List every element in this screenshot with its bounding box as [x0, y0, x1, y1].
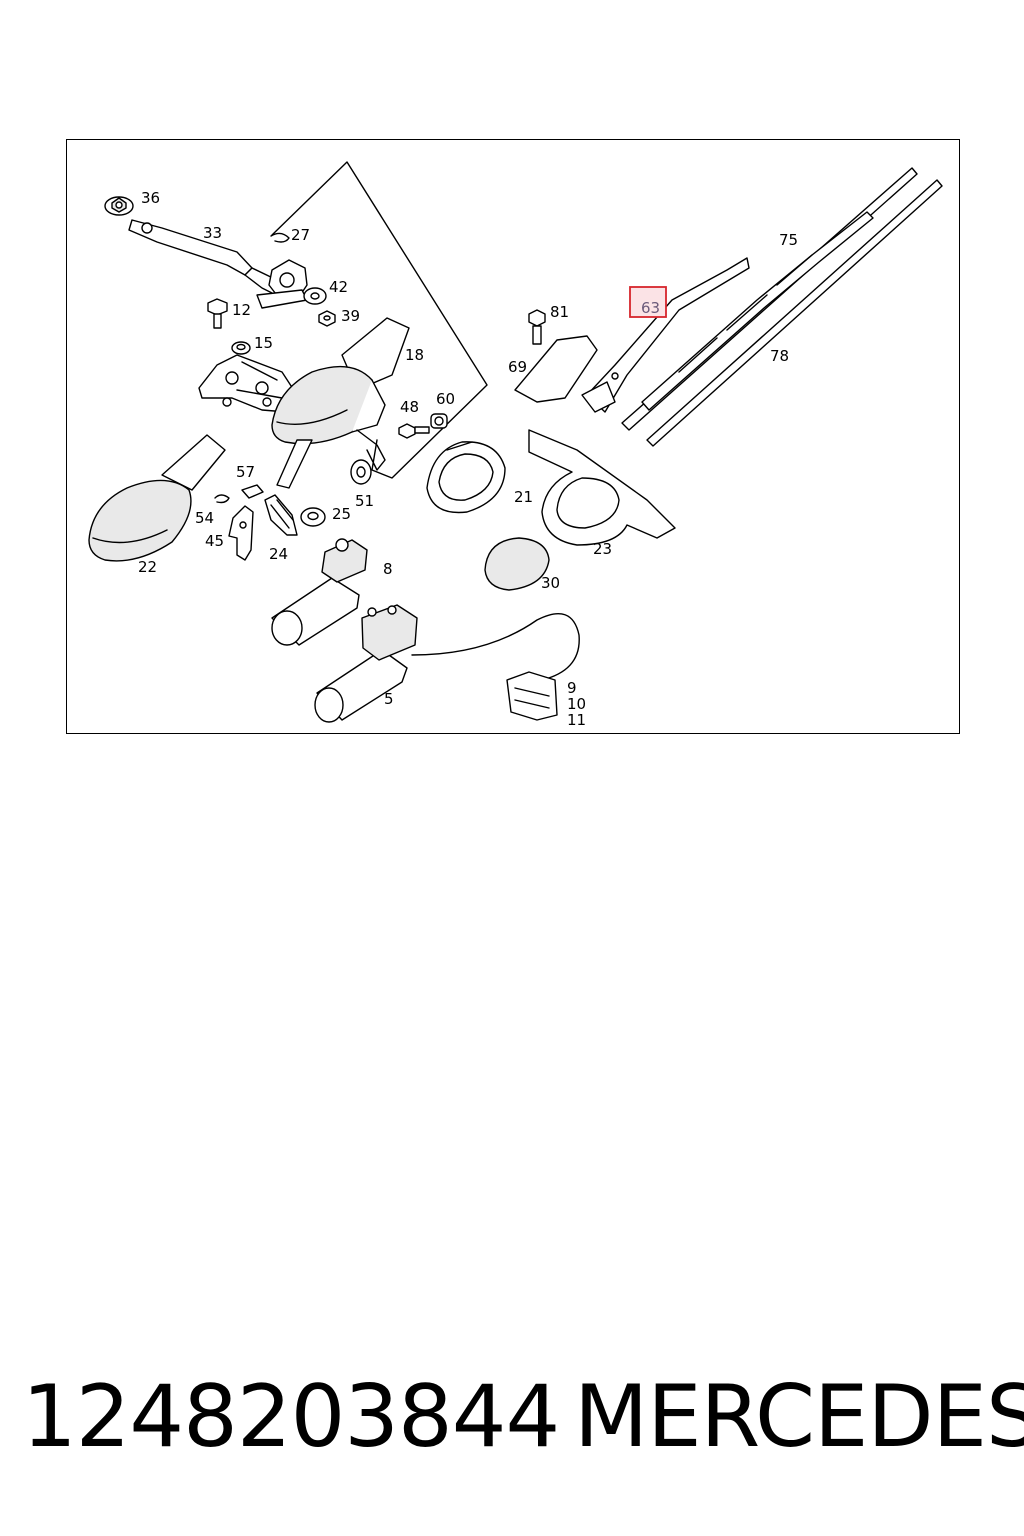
callout-36: 36: [141, 189, 160, 207]
parts-diagram-frame: 36 33 27 42 12 39 15 18 81 63 75 69 78 4…: [66, 139, 960, 734]
callout-23: 23: [593, 540, 612, 558]
highlight-box: [629, 286, 667, 318]
part-42-washer: [303, 287, 327, 305]
callout-54: 54: [195, 509, 214, 527]
part-23-bezel: [528, 429, 676, 546]
part-54-clip: [214, 494, 230, 504]
linkage-crank: [256, 259, 308, 309]
part-25-grommet: [300, 507, 326, 527]
callout-42: 42: [329, 278, 348, 296]
part-27-clip: [270, 232, 290, 243]
part-18-housing: [271, 317, 410, 489]
part-12-bolt: [207, 298, 228, 329]
part-36-nut: [104, 196, 134, 216]
callout-25: 25: [332, 505, 351, 523]
group-outline: [271, 161, 488, 479]
part-30-pad: [484, 537, 550, 591]
part-81-bolt: [528, 309, 546, 345]
callout-24: 24: [269, 545, 288, 563]
callout-60: 60: [436, 390, 455, 408]
callout-9: 9: [567, 679, 577, 697]
part-75-wiper-blade: [621, 167, 918, 431]
callout-11: 11: [567, 711, 586, 729]
part-5-motor: [314, 604, 580, 723]
part-39-nut: [318, 310, 336, 327]
mounting-bracket: [198, 354, 298, 413]
part-22-cover: [88, 434, 226, 562]
callout-27: 27: [291, 226, 310, 244]
callout-21: 21: [514, 488, 533, 506]
callout-63: 63: [641, 299, 660, 317]
callout-15: 15: [254, 334, 273, 352]
callout-12: 12: [232, 301, 251, 319]
callout-8: 8: [383, 560, 393, 578]
part-9-10-11-connector: [506, 671, 558, 721]
callout-33: 33: [203, 224, 222, 242]
callout-45: 45: [205, 532, 224, 550]
wiper-parts-diagram: 36 33 27 42 12 39 15 18 81 63 75 69 78 4…: [88, 161, 943, 729]
part-21-bezel: [426, 441, 506, 514]
part-15-grommet: [231, 341, 251, 355]
callout-10: 10: [567, 695, 586, 713]
callout-63-highlight[interactable]: 63: [629, 286, 667, 318]
callout-22: 22: [138, 558, 157, 576]
part-45-bracket: [228, 505, 254, 561]
callout-57: 57: [236, 463, 255, 481]
callout-5: 5: [384, 690, 394, 708]
callout-48: 48: [400, 398, 419, 416]
callout-81: 81: [550, 303, 569, 321]
callout-78: 78: [770, 347, 789, 365]
callout-18: 18: [405, 346, 424, 364]
part-8-motor: [271, 538, 368, 646]
part-78-wiper-refill: [646, 179, 943, 447]
part-57-clip: [241, 484, 264, 499]
part-51-nut: [350, 459, 372, 485]
brand-name-text: MERCEDES: [574, 1367, 1024, 1467]
part-48-stud: [398, 423, 430, 439]
part-69-cover-cap: [514, 335, 598, 403]
callout-69: 69: [508, 358, 527, 376]
part-24-bracket: [264, 494, 298, 536]
part-63-wiper-arm: [581, 257, 750, 413]
callout-51: 51: [355, 492, 374, 510]
part-60-bushing: [430, 413, 448, 429]
callout-39: 39: [341, 307, 360, 325]
callout-30: 30: [541, 574, 560, 592]
callout-75: 75: [779, 231, 798, 249]
part-number-text: 1248203844: [22, 1367, 560, 1467]
